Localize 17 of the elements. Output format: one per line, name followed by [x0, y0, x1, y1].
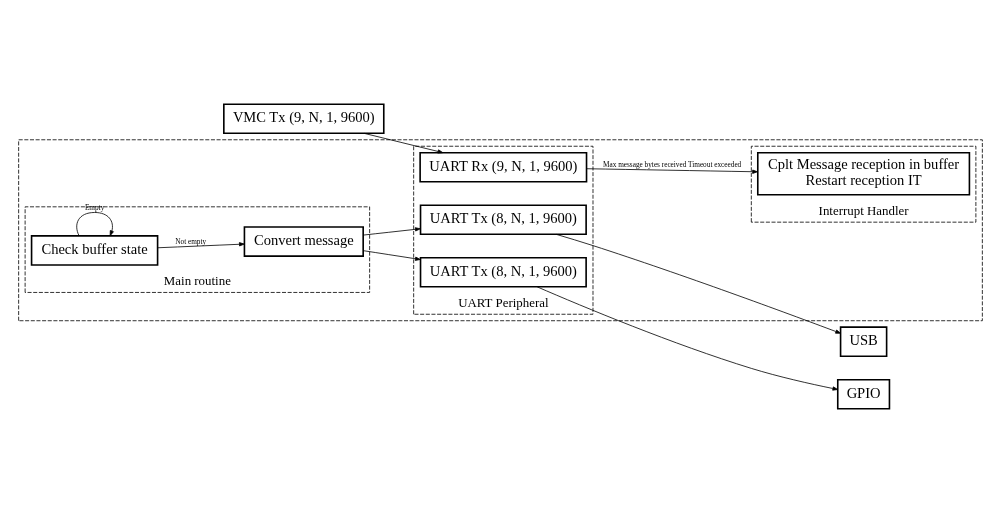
arrow	[536, 286, 839, 391]
node-box: GPIO	[836, 378, 891, 410]
arrow	[362, 227, 421, 236]
node-box: Cplt Message reception in buffer Restart reception IT	[756, 151, 971, 196]
node-box: USB	[839, 326, 888, 358]
node-box: Check buffer state	[30, 235, 159, 266]
node-box: Convert message	[243, 226, 364, 257]
arrow	[555, 233, 841, 334]
node-box: VMC Tx (9, N, 1, 9600)	[223, 103, 385, 135]
node-box: UART Tx (8, N, 1, 9600)	[419, 256, 587, 288]
arrow	[363, 132, 444, 154]
arrow	[362, 250, 421, 261]
arrow	[157, 242, 245, 249]
cluster	[18, 139, 983, 322]
node-box: UART Tx (8, N, 1, 9600)	[419, 204, 587, 236]
arrow	[586, 168, 758, 174]
arrow	[76, 212, 114, 237]
